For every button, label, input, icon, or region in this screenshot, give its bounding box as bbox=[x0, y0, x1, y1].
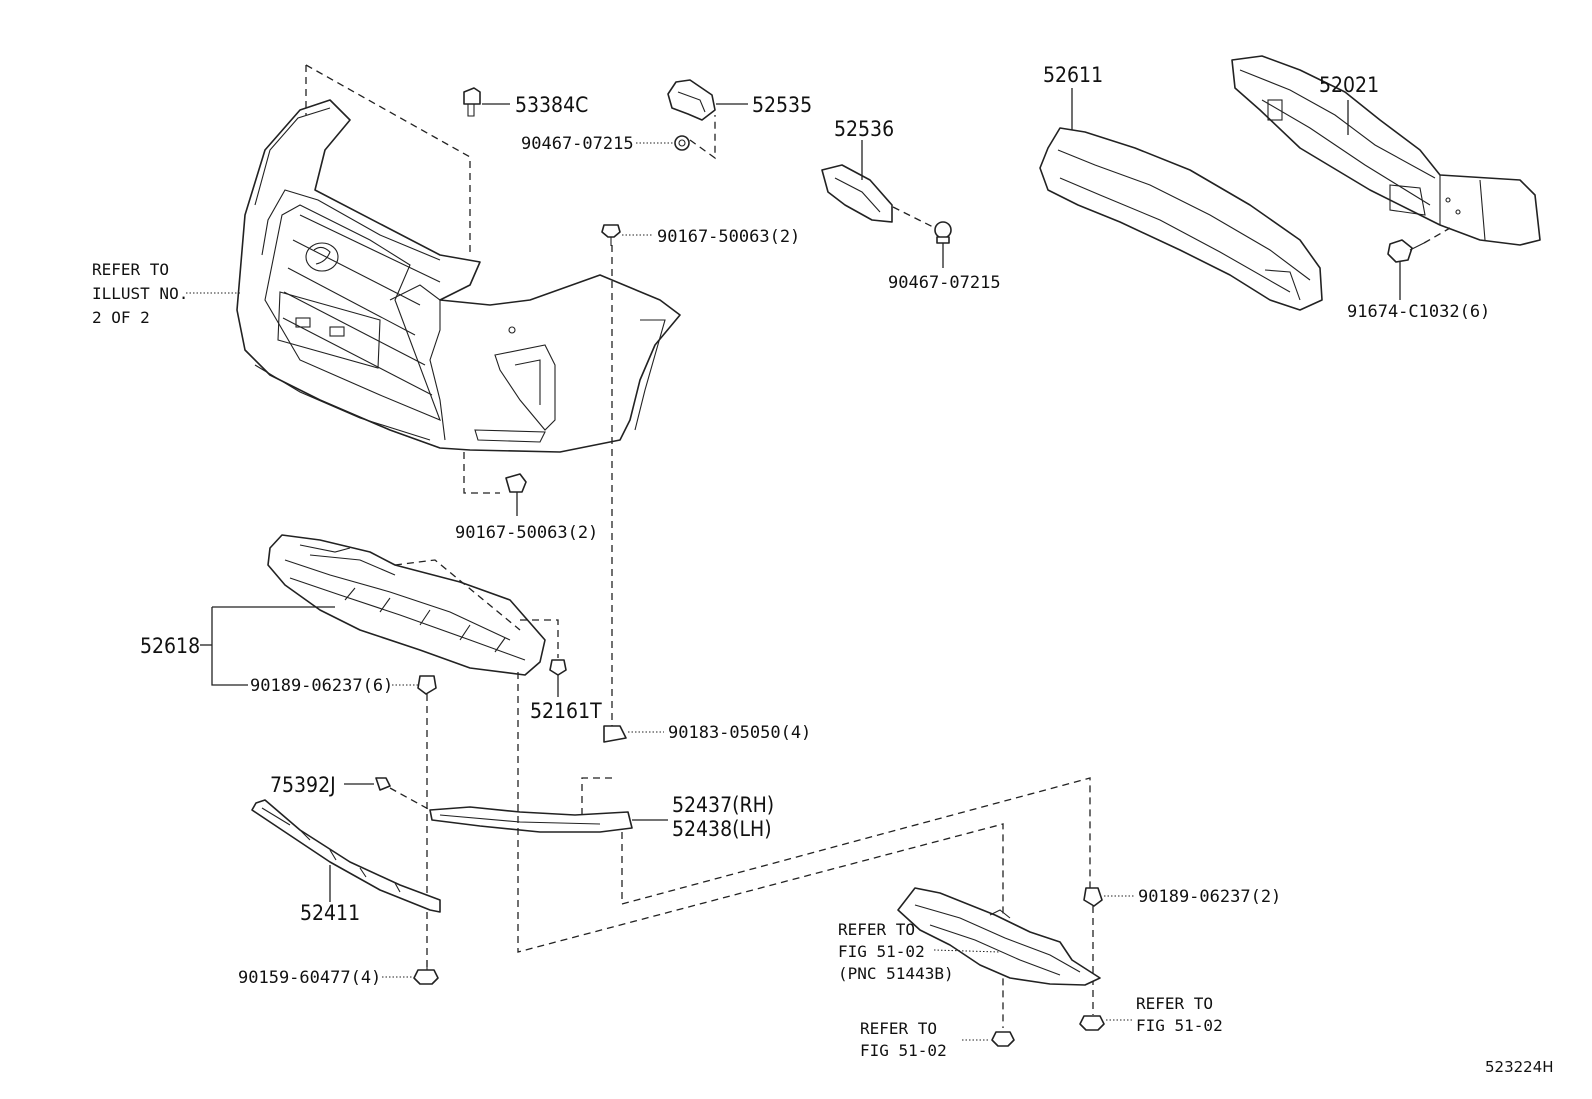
molding-52437-52438 bbox=[429, 777, 1091, 905]
refer-pnc-line3: (PNC 51443B) bbox=[838, 964, 954, 983]
figure-id: 523224H bbox=[1485, 1058, 1554, 1076]
clip-90189-a bbox=[392, 675, 437, 895]
label-75392j: 75392J bbox=[270, 773, 336, 797]
refer-fig-a-line2: FIG 51-02 bbox=[860, 1041, 947, 1060]
label-90167-50063-b: 90167-50063(2) bbox=[455, 523, 598, 543]
label-90167-50063-a: 90167-50063(2) bbox=[657, 227, 800, 247]
absorber-52611 bbox=[1039, 88, 1323, 311]
bolt-91674 bbox=[1387, 227, 1451, 300]
refer-main-line2: ILLUST NO. bbox=[92, 284, 188, 303]
bolt-90159 bbox=[382, 960, 439, 985]
label-52161t: 52161T bbox=[530, 699, 602, 723]
strip-52411 bbox=[251, 799, 441, 913]
refer-fig-note-b: REFER TO FIG 51-02 bbox=[1136, 994, 1223, 1035]
label-52535: 52535 bbox=[752, 93, 812, 117]
clip-75392j bbox=[344, 777, 431, 811]
refer-pnc-note: REFER TO FIG 51-02 (PNC 51443B) bbox=[838, 920, 954, 983]
label-53384c: 53384C bbox=[515, 93, 588, 117]
screw-fig51-a bbox=[962, 1031, 1015, 1047]
label-52437-rh: 52437(RH) bbox=[672, 793, 774, 817]
label-90159-60477: 90159-60477(4) bbox=[238, 968, 381, 988]
label-52021: 52021 bbox=[1319, 73, 1379, 97]
screw-90467-b bbox=[934, 221, 952, 268]
refer-pnc-line2: FIG 51-02 bbox=[838, 942, 925, 961]
refer-illust-note: REFER TO ILLUST NO. 2 OF 2 bbox=[92, 260, 240, 327]
refer-fig-b-line1: REFER TO bbox=[1136, 994, 1213, 1013]
bracket-52536 bbox=[821, 140, 936, 229]
screw-fig51-b bbox=[1079, 1015, 1132, 1031]
refer-main-line3: 2 OF 2 bbox=[92, 308, 150, 327]
refer-fig-b-line2: FIG 51-02 bbox=[1136, 1016, 1223, 1035]
label-52618: 52618 bbox=[140, 634, 200, 658]
refer-fig-a-line1: REFER TO bbox=[860, 1019, 937, 1038]
reinforcement-52021 bbox=[1231, 55, 1541, 246]
refer-fig-note-a: REFER TO FIG 51-02 bbox=[860, 1019, 947, 1060]
label-90189-06237-b: 90189-06237(2) bbox=[1138, 887, 1281, 907]
label-91674-c1032: 91674-C1032(6) bbox=[1347, 302, 1490, 322]
refer-pnc-line1: REFER TO bbox=[838, 920, 915, 939]
label-52536: 52536 bbox=[834, 117, 894, 141]
refer-main-line1: REFER TO bbox=[92, 260, 169, 279]
bracket-52535 bbox=[667, 79, 748, 121]
clip-52161t bbox=[520, 619, 567, 697]
clip-53384c bbox=[463, 87, 510, 117]
under-cover-52618 bbox=[200, 534, 546, 686]
nut-90183 bbox=[603, 725, 664, 743]
under-cover-51443b bbox=[897, 887, 1101, 986]
label-52438-lh: 52438(LH) bbox=[672, 817, 772, 841]
clip-90189-b bbox=[1083, 887, 1134, 1015]
bolt-90167-a bbox=[601, 224, 652, 246]
label-90189-06237-a: 90189-06237(6) bbox=[250, 676, 393, 696]
bumper-cover bbox=[236, 99, 681, 453]
label-90183-05050: 90183-05050(4) bbox=[668, 723, 811, 743]
label-90467-07215-b: 90467-07215 bbox=[888, 273, 1001, 293]
label-52611: 52611 bbox=[1043, 63, 1103, 87]
label-52411: 52411 bbox=[300, 901, 360, 925]
label-90467-07215-a: 90467-07215 bbox=[521, 134, 634, 154]
screw-90467-a bbox=[636, 135, 690, 151]
bolt-90167-b bbox=[505, 473, 527, 516]
